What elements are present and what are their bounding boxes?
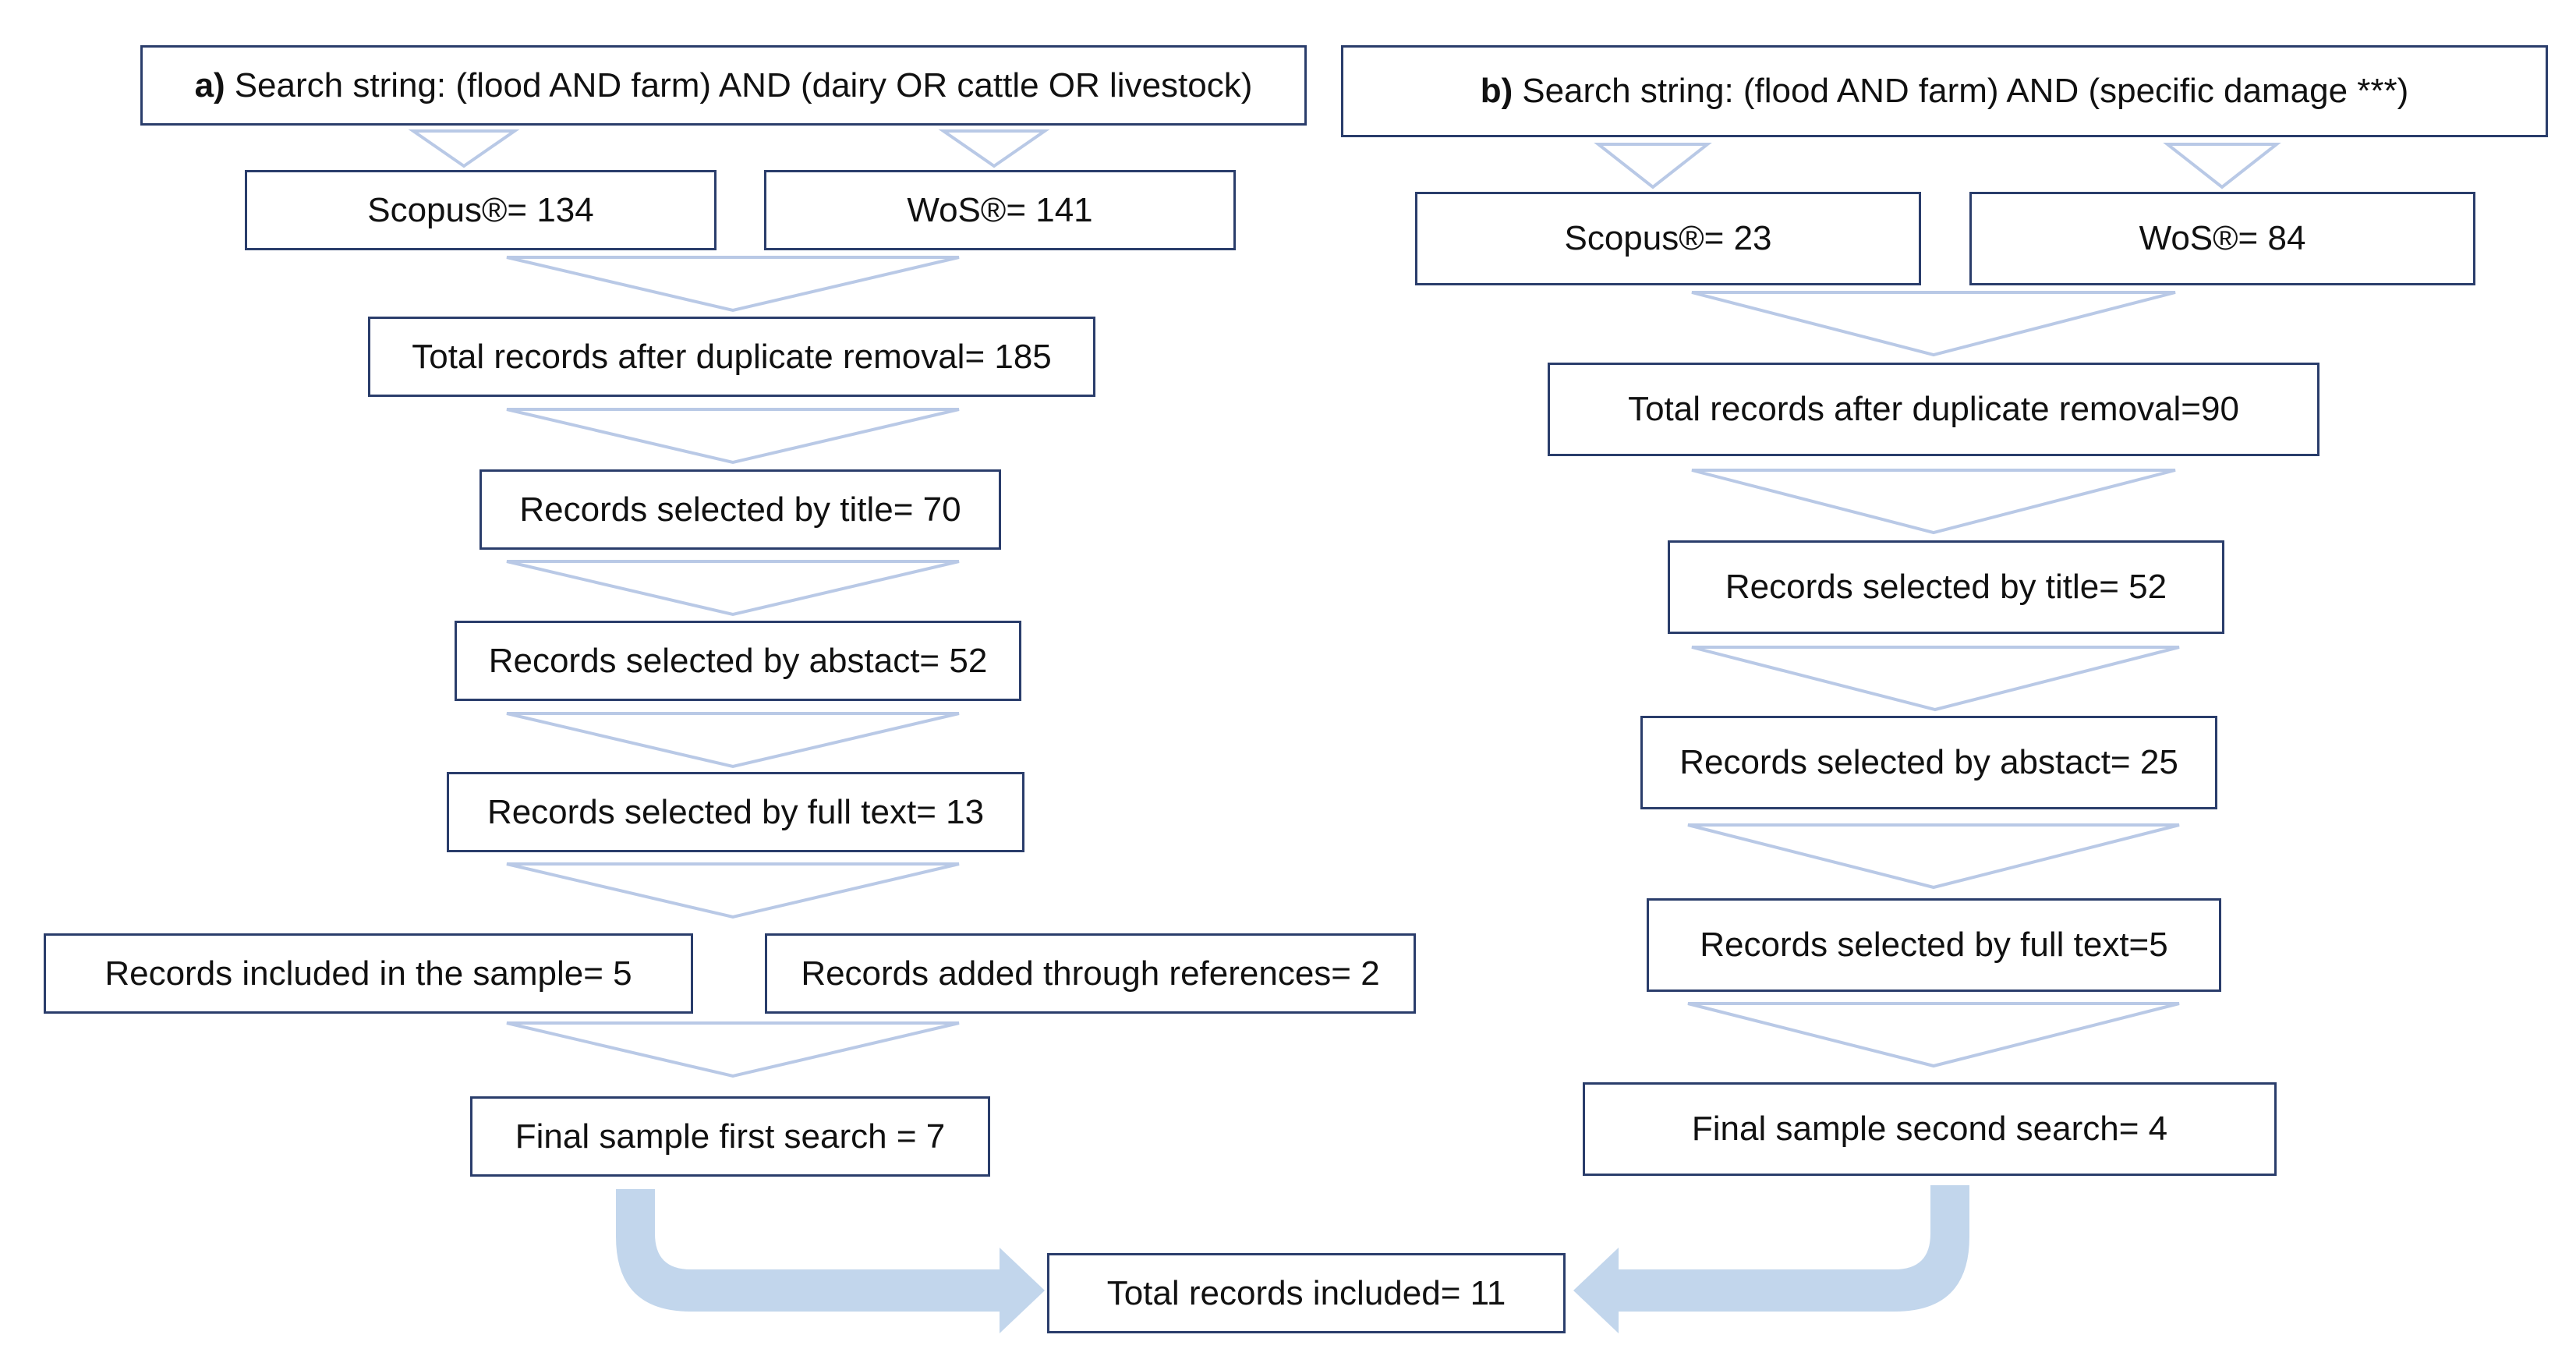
left-final-sample-box: Final sample first search = 7	[470, 1096, 990, 1177]
left-search-prefix: a)	[194, 65, 225, 104]
right-abstract-label: Records selected by abstact= 25	[1679, 743, 2178, 781]
left-fulltext-box: Records selected by full text= 13	[447, 772, 1024, 852]
connector-search-to-scopus-left	[408, 129, 520, 168]
left-abstract-label: Records selected by abstact= 52	[488, 641, 988, 680]
left-wos-label: WoS®= 141	[907, 190, 1093, 229]
right-final-sample-label: Final sample second search= 4	[1691, 1110, 2168, 1148]
left-scopus-box: Scopus®= 134	[245, 170, 717, 250]
right-wos-box: WoS®= 84	[1969, 192, 2475, 285]
right-duplicates-label: Total records after duplicate removal=90	[1628, 390, 2239, 428]
left-duplicates-label: Total records after duplicate removal= 1…	[412, 337, 1052, 376]
left-duplicates-box: Total records after duplicate removal= 1…	[368, 317, 1095, 397]
left-title-label: Records selected by title= 70	[519, 490, 961, 529]
connector-fulltext-to-final-right	[1687, 1002, 2180, 1068]
right-final-sample-box: Final sample second search= 4	[1583, 1082, 2277, 1176]
connector-title-to-abstract-right	[1691, 646, 2180, 712]
connector-sources-to-duplicates-right	[1691, 291, 2176, 357]
right-fulltext-label: Records selected by full text=5	[1700, 926, 2168, 964]
right-fulltext-box: Records selected by full text=5	[1647, 898, 2221, 992]
left-wos-box: WoS®= 141	[764, 170, 1236, 250]
right-title-box: Records selected by title= 52	[1668, 540, 2224, 634]
right-search-prefix: b)	[1480, 72, 1513, 110]
merge-arrow-right	[1573, 1185, 1969, 1333]
total-records-label: Total records included= 11	[1106, 1273, 1506, 1312]
left-scopus-label: Scopus®= 134	[367, 190, 594, 229]
connector-abstract-to-fulltext-left	[506, 712, 960, 769]
left-added-references-label: Records added through references= 2	[801, 954, 1380, 993]
connector-duplicates-to-title-right	[1691, 469, 2176, 535]
connector-fulltext-to-sample-left	[506, 862, 960, 919]
right-title-label: Records selected by title= 52	[1725, 568, 2167, 606]
connector-sources-to-duplicates-left	[506, 256, 960, 313]
merge-arrow-left	[616, 1189, 1045, 1333]
right-scopus-box: Scopus®= 23	[1415, 192, 1921, 285]
right-search-string-label: Search string: (flood AND farm) AND (spe…	[1522, 72, 2409, 110]
left-included-sample-label: Records included in the sample= 5	[104, 954, 632, 993]
connector-search-to-wos-right	[2163, 143, 2281, 189]
left-search-string-box: a) Search string: (flood AND farm) AND (…	[140, 45, 1307, 126]
left-fulltext-label: Records selected by full text= 13	[487, 792, 985, 831]
right-scopus-label: Scopus®= 23	[1564, 219, 1772, 257]
left-title-box: Records selected by title= 70	[479, 469, 1001, 550]
right-wos-label: WoS®= 84	[2139, 219, 2306, 257]
right-search-string-box: b) Search string: (flood AND farm) AND (…	[1341, 45, 2548, 137]
right-duplicates-box: Total records after duplicate removal=90	[1548, 363, 2319, 456]
connector-duplicates-to-title-left	[506, 408, 960, 465]
connector-search-to-wos-left	[938, 129, 1050, 168]
connector-sample-to-final-left	[506, 1021, 960, 1078]
connector-abstract-to-fulltext-right	[1687, 823, 2180, 890]
left-added-references-box: Records added through references= 2	[765, 933, 1416, 1014]
connector-search-to-scopus-right	[1594, 143, 1712, 189]
left-abstract-box: Records selected by abstact= 52	[455, 621, 1021, 701]
connector-title-to-abstract-left	[506, 560, 960, 617]
left-final-sample-label: Final sample first search = 7	[515, 1117, 946, 1156]
right-abstract-box: Records selected by abstact= 25	[1640, 716, 2217, 809]
left-search-string-label: Search string: (flood AND farm) AND (dai…	[234, 65, 1253, 104]
total-records-box: Total records included= 11	[1047, 1253, 1566, 1333]
left-included-sample-box: Records included in the sample= 5	[44, 933, 693, 1014]
